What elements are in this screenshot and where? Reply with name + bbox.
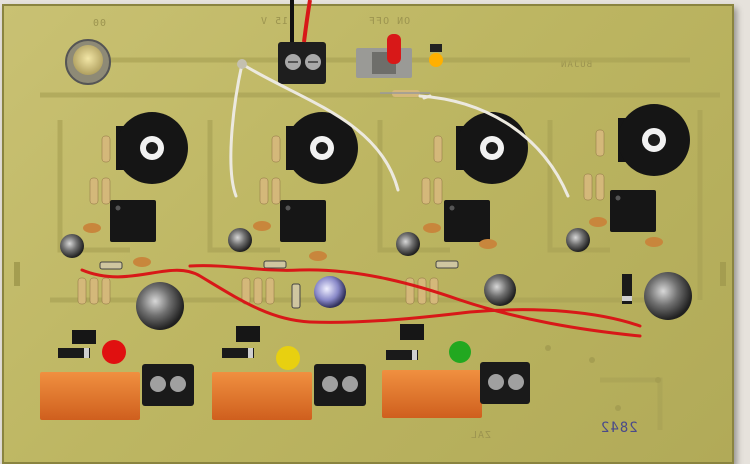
electrolytic-capacitor-2 xyxy=(484,274,516,306)
edge-marks xyxy=(14,262,726,286)
trimmer-potentiometer xyxy=(456,112,528,184)
channel-2 xyxy=(212,112,366,420)
ic-chip xyxy=(280,200,326,242)
transistor xyxy=(400,324,424,340)
resistor-array xyxy=(77,135,111,305)
electrolytic-capacitor xyxy=(60,234,84,258)
pcb-traces xyxy=(40,57,720,430)
blue-capacitor xyxy=(314,276,346,308)
ceramic-capacitors xyxy=(83,217,663,267)
electrolytic-capacitor xyxy=(396,232,420,256)
diode xyxy=(222,348,254,358)
power-led xyxy=(429,44,443,67)
channel-1 xyxy=(40,112,194,420)
relay xyxy=(212,372,312,420)
channel-3 xyxy=(382,112,530,418)
transistor xyxy=(72,330,96,344)
electrolytic-capacitor xyxy=(228,228,252,252)
diode xyxy=(58,348,90,358)
status-led xyxy=(449,341,471,363)
large-capacitor xyxy=(136,282,184,330)
large-capacitor xyxy=(644,272,692,320)
white-wires xyxy=(229,62,570,198)
ic-chip xyxy=(110,200,156,242)
channel-4 xyxy=(566,104,692,320)
diode xyxy=(622,274,632,304)
resistor xyxy=(380,90,430,97)
resistor-array xyxy=(241,135,281,305)
status-led xyxy=(102,340,126,364)
trimmer-potentiometer xyxy=(618,104,690,176)
diode xyxy=(386,350,418,360)
wire-junction xyxy=(237,59,247,69)
relay xyxy=(382,370,482,418)
power-terminal-block xyxy=(278,0,326,84)
resistor-array xyxy=(405,135,443,305)
status-led xyxy=(276,346,300,370)
output-terminal-block xyxy=(142,364,194,406)
electrolytic-capacitor xyxy=(566,228,590,252)
relay xyxy=(40,372,140,420)
ic-chip xyxy=(444,200,490,242)
edge-pads xyxy=(545,345,661,411)
power-toggle-switch xyxy=(356,34,412,78)
output-terminal-block xyxy=(314,364,366,406)
red-wires xyxy=(80,264,642,338)
push-button xyxy=(65,39,111,85)
output-terminal-block xyxy=(480,362,530,404)
trimmer-potentiometer xyxy=(286,112,358,184)
ic-chip xyxy=(610,190,656,232)
signal-diodes xyxy=(99,260,459,309)
resistor-array xyxy=(583,129,605,201)
transistor xyxy=(236,326,260,342)
trimmer-potentiometer xyxy=(116,112,188,184)
